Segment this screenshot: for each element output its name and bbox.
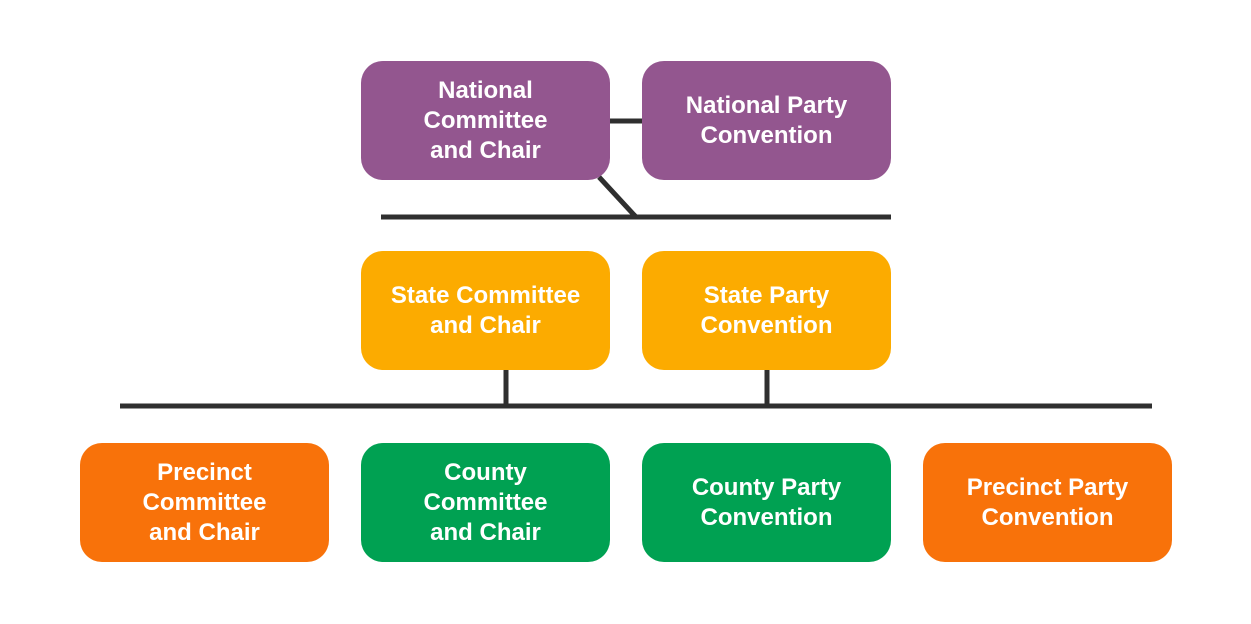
precinct-committee-node: Precinct Committee and Chair	[80, 443, 329, 562]
national-committee-label: National Committee and Chair	[423, 76, 548, 164]
national-convention-label: National Party Convention	[685, 91, 848, 149]
national-diagonal-line	[597, 175, 638, 219]
state-convention-node: State Party Convention	[642, 251, 891, 370]
national-convention-node: National Party Convention	[642, 61, 891, 180]
national-committee-node: National Committee and Chair	[361, 61, 610, 180]
county-convention-label: County Party Convention	[691, 473, 842, 531]
state-committee-label: State Committee and Chair	[390, 281, 581, 339]
precinct-convention-label: Precinct Party Convention	[966, 473, 1129, 531]
precinct-convention-node: Precinct Party Convention	[923, 443, 1172, 562]
state-committee-node: State Committee and Chair	[361, 251, 610, 370]
state-convention-label: State Party Convention	[700, 281, 833, 339]
county-committee-label: County Committee and Chair	[423, 458, 548, 546]
county-convention-node: County Party Convention	[642, 443, 891, 562]
county-committee-node: County Committee and Chair	[361, 443, 610, 562]
precinct-committee-label: Precinct Committee and Chair	[142, 458, 267, 546]
